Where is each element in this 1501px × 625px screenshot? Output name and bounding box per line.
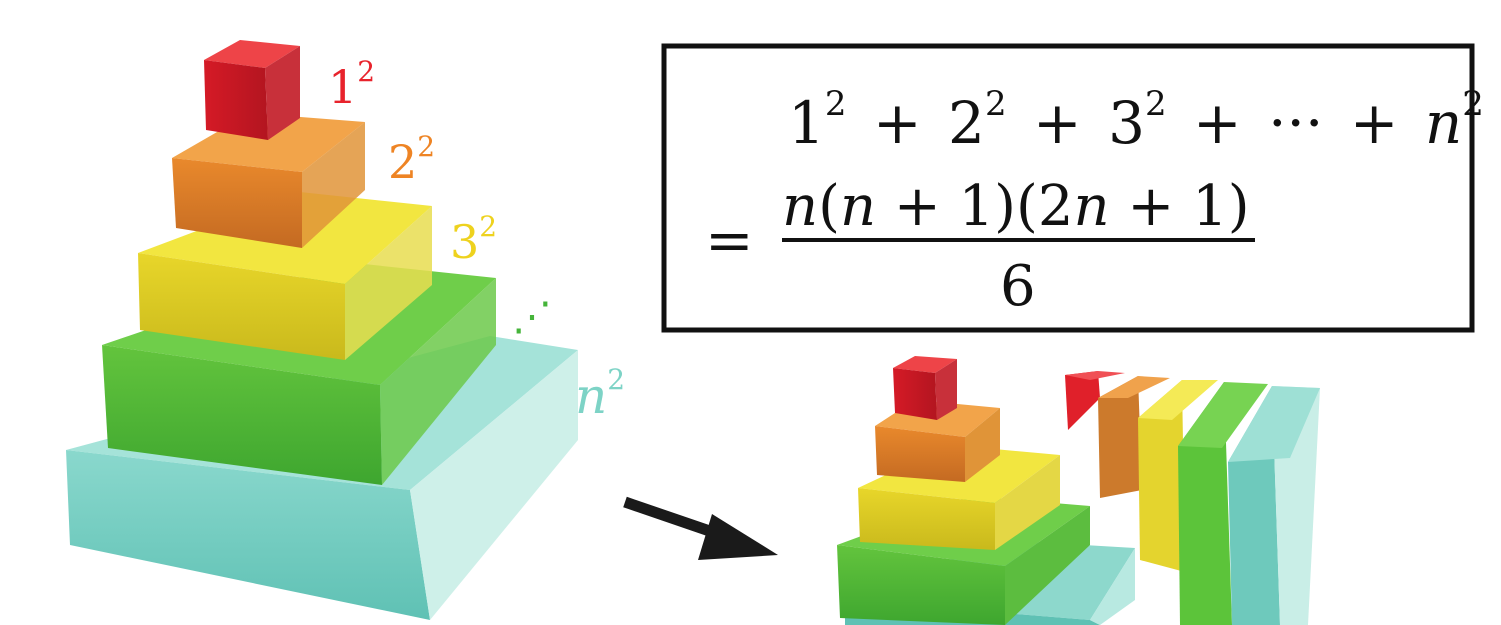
layer-labels: 12 22 32 ⋰ n2 <box>328 55 625 425</box>
arrow-icon <box>623 496 778 560</box>
label-1-squared: 12 <box>328 55 375 114</box>
label-3-squared: 32 <box>450 210 497 269</box>
slabs-right <box>1065 371 1320 625</box>
label-n-squared: n2 <box>575 363 625 425</box>
layer-1-squared <box>204 40 300 140</box>
layer-2-squared <box>172 113 365 248</box>
label-2-squared: 22 <box>388 130 435 189</box>
formula-denominator: 6 <box>1000 254 1036 319</box>
pyramid-left <box>66 40 578 620</box>
formula-numerator: n(n + 1)(2n + 1) <box>782 174 1250 239</box>
formula-lhs: 12 + 22 + 32 + ··· + n2 <box>788 61 1484 157</box>
formula-box: 12 + 22 + 32 + ··· + n2 = n(n + 1)(2n + … <box>661 43 1484 333</box>
formula-equals: = <box>705 206 754 274</box>
formula-frame <box>661 43 1475 333</box>
label-ellipsis: ⋰ <box>512 294 552 340</box>
pyramid-right <box>837 356 1135 625</box>
